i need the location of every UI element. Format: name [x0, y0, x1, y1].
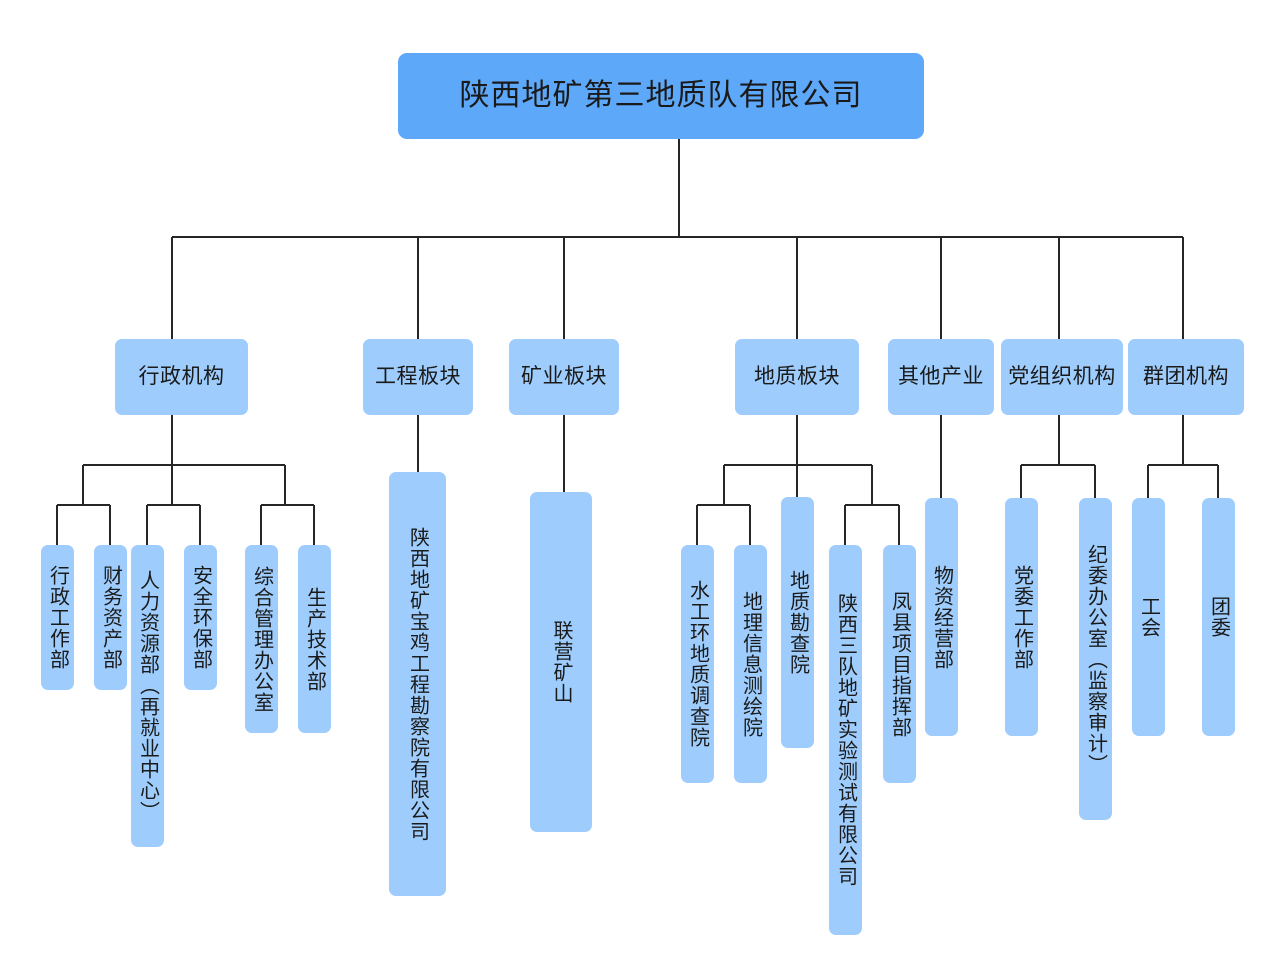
org-leaf-human-resources-dept[interactable]: 人力资源部（再就业中心） [131, 545, 164, 847]
org-leaf-no3-team-lab-testing-company[interactable]: 陕西三队地矿实验测试有限公司 [829, 545, 862, 935]
org-leaf-materials-trading-dept[interactable]: 物资经营部 [925, 498, 958, 736]
org-leaf-l00-label: 行政工作部 [46, 565, 69, 670]
org-leaf-youth-league-committee[interactable]: 团委 [1202, 498, 1235, 736]
org-leaf-general-management-office[interactable]: 综合管理办公室 [245, 545, 278, 733]
org-leaf-l40-label: 物资经营部 [930, 564, 953, 670]
org-leaf-fengxian-project-command[interactable]: 凤县项目指挥部 [883, 545, 916, 783]
org-leaf-administrative-work-dept[interactable]: 行政工作部 [41, 545, 74, 690]
org-leaf-geographic-information-surveying-institute[interactable]: 地理信息测绘院 [734, 545, 767, 783]
org-leaf-baoji-engineering-survey-institute[interactable]: 陕西地矿宝鸡工程勘察院有限公司 [389, 472, 446, 896]
org-leaf-l61-label: 团委 [1207, 596, 1230, 638]
org-leaf-l31-label: 地理信息测绘院 [739, 590, 762, 738]
org-leaf-l33-label: 陕西三队地矿实验测试有限公司 [834, 593, 857, 887]
org-leaf-geological-exploration-institute[interactable]: 地质勘查院 [781, 497, 814, 748]
org-node-root-label: 陕西地矿第三地质队有限公司 [459, 79, 863, 113]
org-leaf-l32-label: 地质勘查院 [786, 570, 809, 675]
org-leaf-l30-label: 水工环地质调查院 [686, 580, 709, 748]
org-node-b4-label: 其他产业 [898, 364, 984, 388]
org-leaf-l34-label: 凤县项目指挥部 [888, 590, 911, 738]
org-leaf-safety-environment-dept[interactable]: 安全环保部 [184, 545, 217, 690]
org-node-b0-label: 行政机构 [138, 364, 225, 388]
org-leaf-party-committee-work-dept[interactable]: 党委工作部 [1005, 498, 1038, 736]
org-node-b1-label: 工程板块 [375, 364, 461, 388]
org-leaf-l10-label: 陕西地矿宝鸡工程勘察院有限公司 [406, 526, 429, 842]
org-node-mining-segment[interactable]: 矿业板块 [509, 339, 619, 415]
org-leaf-discipline-inspection-office[interactable]: 纪委办公室（监察审计） [1079, 498, 1112, 820]
org-leaf-l51-label: 纪委办公室（监察审计） [1084, 543, 1107, 775]
org-node-mass-organizations[interactable]: 群团机构 [1128, 339, 1244, 415]
org-leaf-joint-venture-mine[interactable]: 联营矿山 [530, 492, 592, 832]
org-node-b6-label: 群团机构 [1143, 364, 1229, 388]
org-leaf-l05-label: 生产技术部 [303, 586, 326, 692]
org-leaf-l02-label: 人力资源部（再就业中心） [136, 570, 159, 822]
org-node-administrative-bodies[interactable]: 行政机构 [115, 339, 248, 415]
org-leaf-l20-label: 联营矿山 [550, 620, 572, 704]
org-leaf-production-technology-dept[interactable]: 生产技术部 [298, 545, 331, 733]
org-leaf-l04-label: 综合管理办公室 [250, 565, 273, 713]
org-leaf-labor-union[interactable]: 工会 [1132, 498, 1165, 736]
org-node-b2-label: 矿业板块 [521, 364, 607, 388]
org-leaf-l60-label: 工会 [1137, 596, 1160, 638]
org-node-other-industries[interactable]: 其他产业 [888, 339, 994, 415]
org-node-engineering-segment[interactable]: 工程板块 [363, 339, 473, 415]
org-leaf-l01-label: 财务资产部 [99, 565, 122, 670]
org-node-b3-label: 地质板块 [754, 364, 840, 388]
org-node-geology-segment[interactable]: 地质板块 [735, 339, 859, 415]
org-node-party-organizations[interactable]: 党组织机构 [1001, 339, 1123, 415]
org-leaf-l50-label: 党委工作部 [1010, 564, 1033, 670]
org-leaf-finance-assets-dept[interactable]: 财务资产部 [94, 545, 127, 690]
org-node-root[interactable]: 陕西地矿第三地质队有限公司 [398, 53, 924, 139]
org-leaf-hydro-eng-env-geology-survey-institute[interactable]: 水工环地质调查院 [681, 545, 714, 783]
org-leaf-l03-label: 安全环保部 [189, 565, 212, 670]
org-node-b5-label: 党组织机构 [1008, 364, 1116, 388]
